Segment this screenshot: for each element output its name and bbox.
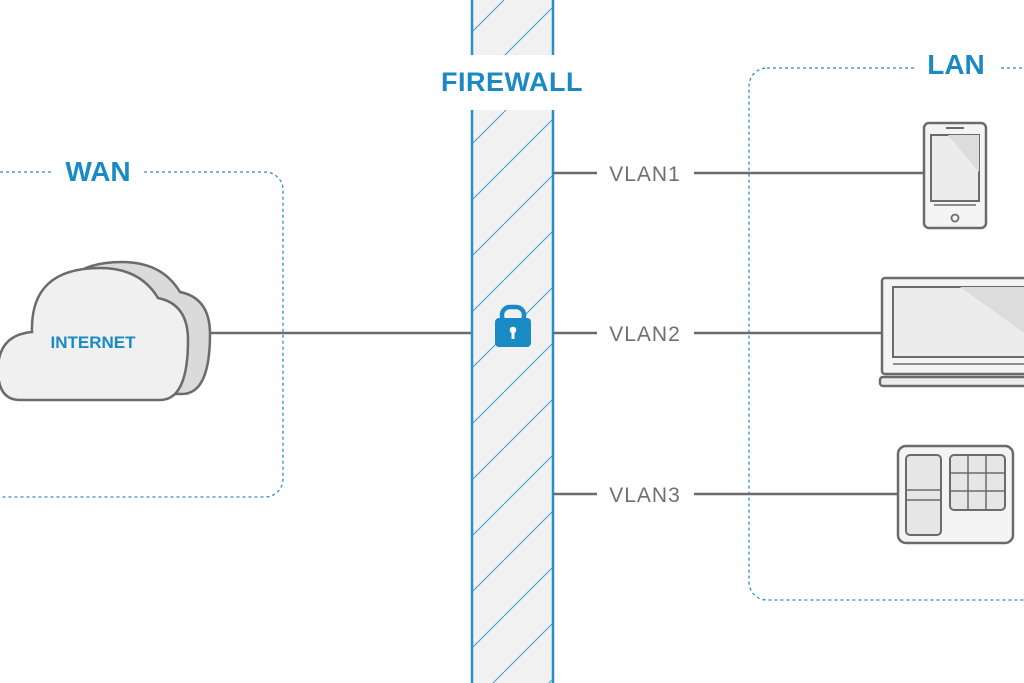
vlan-label: VLAN1 [609,163,681,186]
laptop-icon [878,276,1024,388]
cloud-icon [0,260,212,402]
firewall-label: FIREWALL [441,67,583,97]
vlan-label: VLAN2 [609,323,681,346]
firewall-wall [470,0,555,683]
vlan-row-2: VLAN2 [553,323,882,346]
smartphone-icon [922,121,988,230]
vlan-row-3: VLAN3 [553,484,898,507]
lan-label: LAN [927,49,985,80]
lan-zone-box [748,67,1024,601]
wan-label: WAN [65,156,130,187]
lock-icon [495,304,531,347]
internet-label: INTERNET [51,333,137,352]
vlan-label: VLAN3 [609,484,681,507]
keypad-terminal-icon [896,444,1015,545]
vlan-row-1: VLAN1 [553,163,924,186]
